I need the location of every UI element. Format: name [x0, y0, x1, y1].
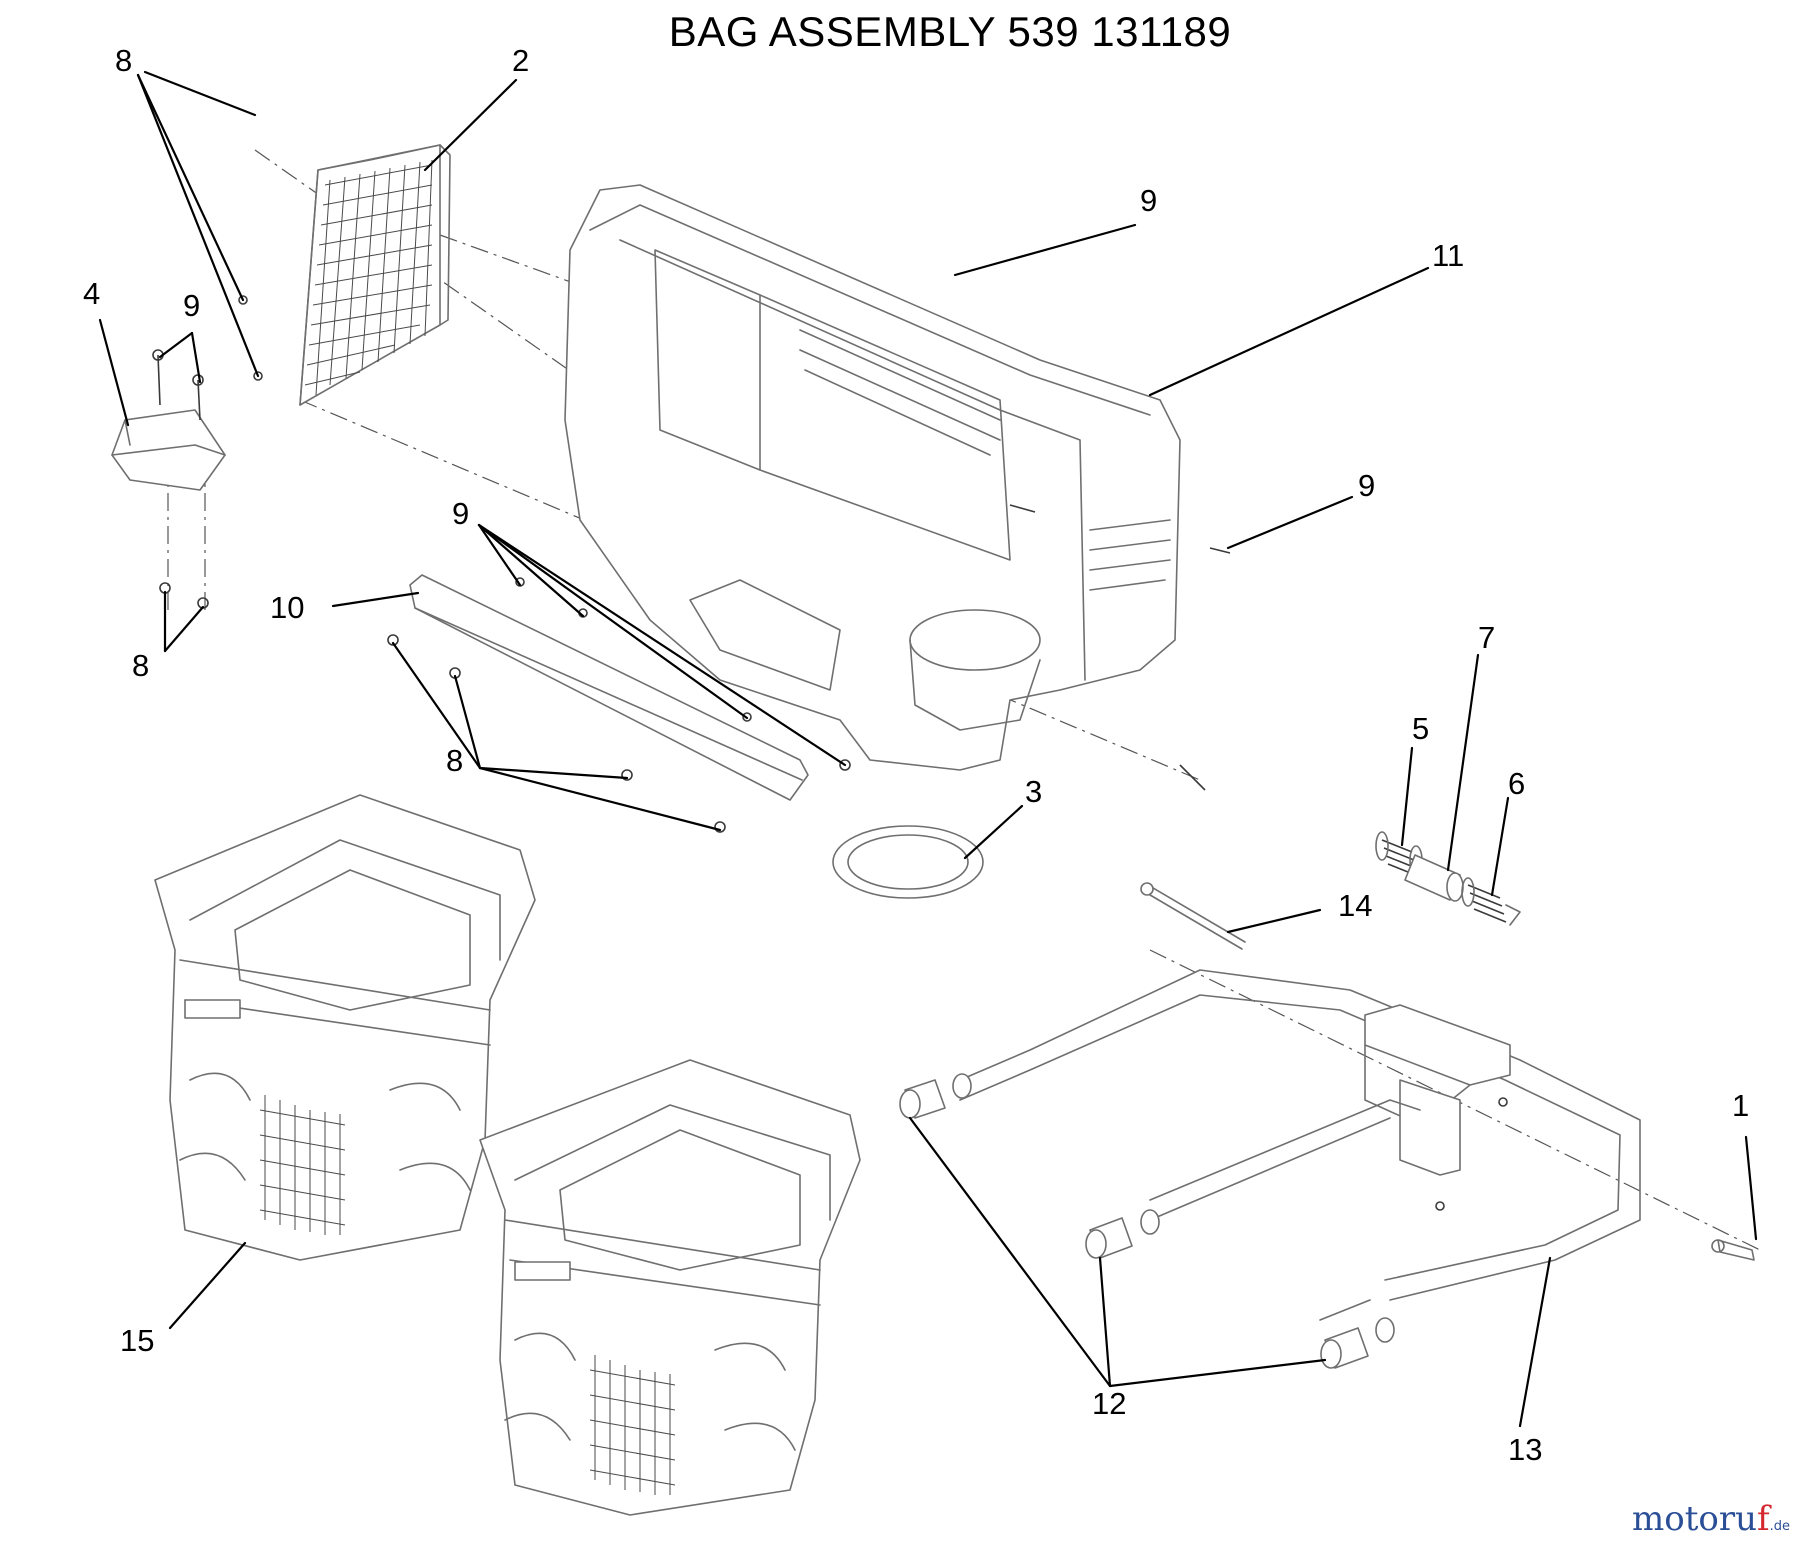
callout-8: 8 — [115, 43, 133, 78]
grass-bag-left — [154, 794, 536, 1261]
hitch-pin — [1711, 1239, 1755, 1261]
tube-cap — [1320, 1317, 1395, 1369]
spring-assembly — [1375, 831, 1521, 926]
callout-10: 10 — [270, 590, 305, 625]
callout-3: 3 — [1025, 774, 1043, 809]
pivot-rod — [1140, 882, 1246, 950]
tube-caps — [899, 1073, 1395, 1369]
callout-4: 4 — [83, 276, 101, 311]
watermark-accent: f — [1757, 1499, 1770, 1539]
callout-7: 7 — [1478, 620, 1496, 655]
callout-15: 15 — [120, 1323, 155, 1358]
leader-lines — [98, 70, 1758, 1428]
callout-8: 8 — [446, 743, 464, 778]
callout-1: 1 — [1732, 1088, 1750, 1123]
callout-5: 5 — [1412, 711, 1430, 746]
callout-6: 6 — [1508, 766, 1526, 801]
tube-cap — [899, 1073, 972, 1119]
grass-bag-right — [479, 1059, 861, 1516]
spring-right — [1461, 877, 1521, 926]
callout-11: 11 — [1432, 238, 1465, 273]
watermark-logo: motoruf.de — [1632, 1502, 1790, 1536]
watermark-suffix: .de — [1769, 1519, 1790, 1534]
sleeve-tube — [1404, 854, 1464, 902]
callout-13: 13 — [1508, 1432, 1543, 1467]
diagram-title: BAG ASSEMBLY 539 131189 — [668, 8, 1232, 55]
support-frame — [959, 969, 1641, 1321]
grille-screen — [238, 144, 451, 406]
callout-9: 9 — [1358, 468, 1376, 503]
callout-8: 8 — [132, 648, 150, 683]
tube-cap — [1085, 1209, 1160, 1259]
callout-9: 9 — [1140, 183, 1158, 218]
callout-12: 12 — [1092, 1386, 1127, 1421]
callout-14: 14 — [1338, 888, 1373, 923]
strap-bar — [387, 504, 1231, 833]
flange-ring — [832, 825, 984, 899]
callout-9: 9 — [183, 288, 201, 323]
callout-2: 2 — [512, 43, 530, 78]
callout-9: 9 — [452, 496, 470, 531]
watermark-brand: motoru — [1632, 1499, 1758, 1539]
collector-housing — [564, 184, 1181, 771]
